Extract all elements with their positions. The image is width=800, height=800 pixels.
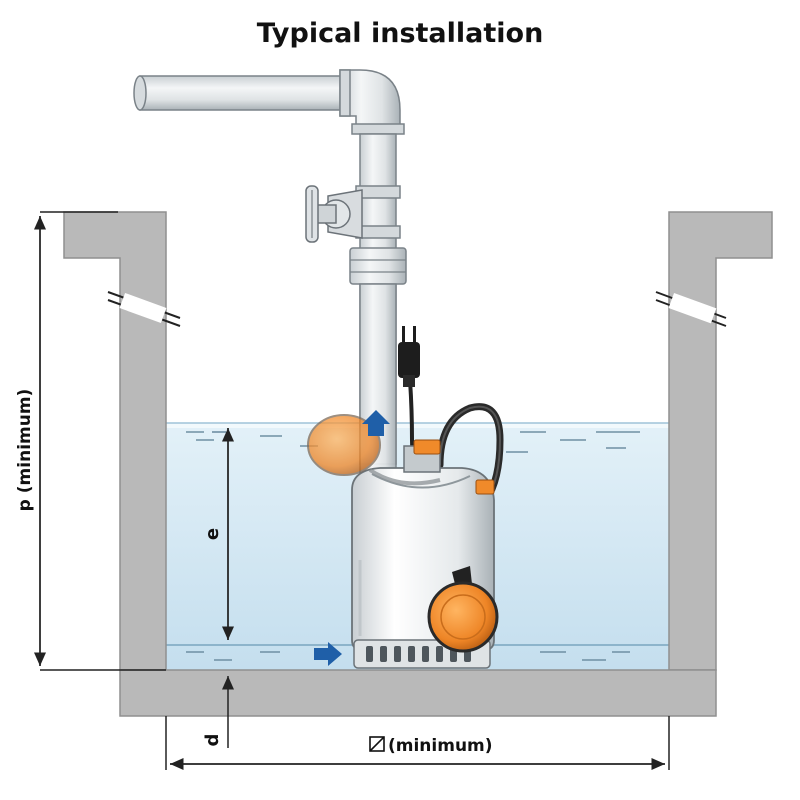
diagram-title: Typical installation bbox=[256, 18, 544, 49]
flow-arrow-icon-inlet bbox=[314, 642, 342, 666]
wall-break-marks bbox=[107, 291, 727, 327]
diameter-symbol-icon bbox=[369, 736, 385, 752]
gate-valve bbox=[305, 185, 363, 243]
label-e: e bbox=[202, 528, 223, 540]
label-d: d bbox=[202, 734, 223, 747]
float-switch-icon bbox=[427, 566, 499, 653]
label-width-minimum: (minimum) bbox=[388, 736, 493, 756]
discharge-pipe-horizontal bbox=[139, 75, 363, 111]
pipe-union bbox=[349, 247, 407, 285]
water-ripples bbox=[186, 431, 640, 661]
dimension-lines bbox=[34, 211, 670, 770]
pit-floor bbox=[119, 669, 717, 717]
water-surface bbox=[166, 423, 669, 428]
plug-icon bbox=[398, 326, 420, 387]
flow-arrow-icon bbox=[362, 410, 390, 436]
float-switch-upper bbox=[307, 414, 441, 486]
pump-orange-clip bbox=[413, 439, 441, 455]
valve-handle-icon bbox=[305, 185, 319, 243]
pit-wall-right bbox=[668, 211, 773, 671]
label-p-minimum: p (minimum) bbox=[15, 389, 35, 512]
pit-wall-left bbox=[63, 211, 167, 671]
